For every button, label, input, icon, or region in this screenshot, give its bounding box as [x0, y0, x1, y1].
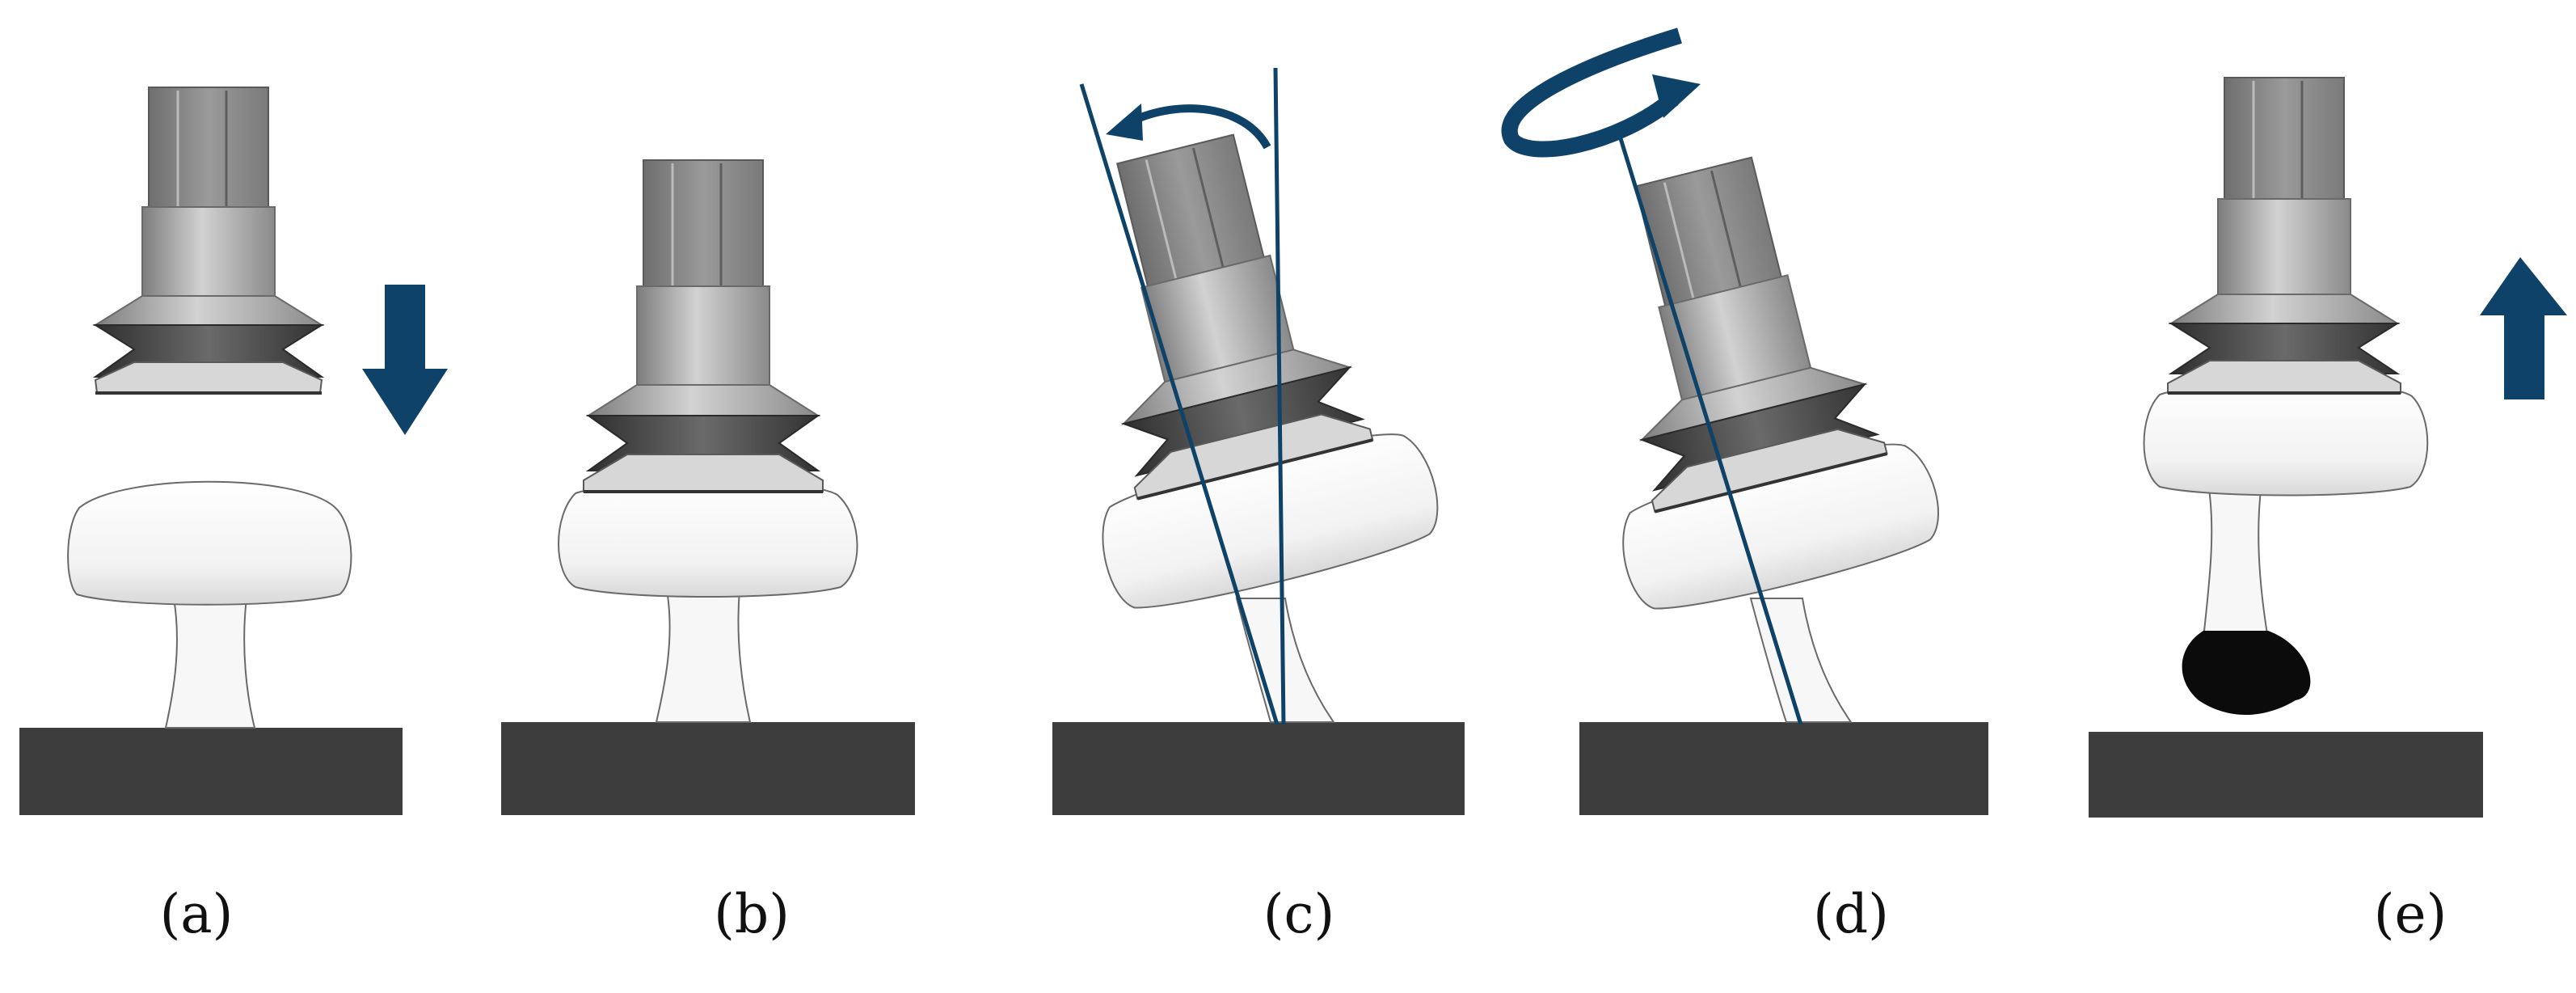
panel-label-a: (a) — [159, 883, 234, 945]
tilted-axis-line — [1617, 135, 1803, 725]
panel-b — [501, 159, 915, 815]
mushroom-stem — [1749, 598, 1853, 723]
vertical-axis-line — [1273, 67, 1286, 725]
down-arrow-icon — [362, 285, 448, 435]
curved-arrowhead-icon — [1106, 104, 1143, 141]
liquid-drop — [2182, 631, 2311, 715]
panel-a — [19, 87, 448, 815]
mushroom-stem — [655, 589, 752, 723]
base-block — [2089, 732, 2483, 818]
suction-cup — [2167, 77, 2401, 395]
mushroom-cap — [558, 480, 858, 598]
rotation-arrowhead-icon — [1652, 74, 1701, 118]
mushroom-cap — [2143, 382, 2429, 496]
panel-label-d: (d) — [1813, 883, 1889, 945]
panel-c — [1052, 67, 1465, 815]
panel-label-c: (c) — [1263, 883, 1335, 945]
mushroom-stem — [1235, 598, 1335, 723]
up-arrow-icon — [2480, 257, 2567, 399]
panel-label-e: (e) — [2373, 883, 2447, 945]
suction-cup — [583, 159, 824, 493]
mushroom-cap — [67, 480, 352, 606]
mushroom-stem — [164, 598, 256, 729]
panel-d — [1501, 27, 1988, 815]
base-block — [501, 722, 915, 815]
base-block — [19, 728, 403, 815]
tilted-axis-line — [1079, 83, 1280, 725]
base-block — [1579, 722, 1988, 815]
curved-arrow-icon — [1129, 104, 1271, 150]
rotation-arrow-icon — [1501, 27, 1682, 158]
suction-cup — [1634, 156, 1888, 513]
base-block — [1052, 722, 1465, 815]
suction-cup — [1115, 133, 1374, 501]
panel-e — [2089, 77, 2567, 818]
panel-label-b: (b) — [714, 883, 790, 945]
mushroom-stem — [2202, 483, 2270, 640]
suction-cup — [92, 87, 325, 395]
